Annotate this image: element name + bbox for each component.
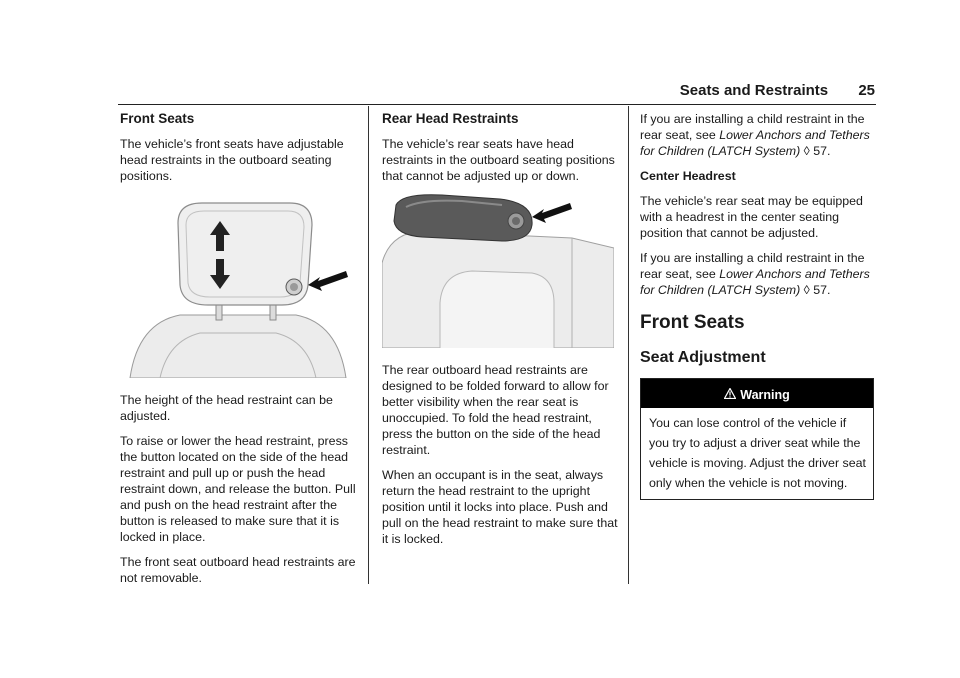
paragraph: If you are installing a child restraint … (640, 251, 870, 297)
chapter-heading: Front Seats (640, 312, 745, 333)
header-rule (118, 104, 876, 105)
paragraph: To raise or lower the head restraint, pr… (120, 434, 356, 544)
section-heading: Rear Head Restraints (382, 111, 519, 126)
warning-title: Warning (740, 388, 790, 402)
front-head-restraint-illustration (120, 193, 356, 382)
cross-reference-link[interactable]: Lower Anchors and Tethers for Children (… (640, 267, 870, 297)
paragraph: The front seat outboard head restraints … (120, 555, 356, 585)
rear-head-restraint-illustration (381, 193, 618, 352)
page-number: 25 (858, 82, 875, 99)
paragraph: The height of the head restraint can be … (120, 393, 333, 423)
column-divider (628, 106, 629, 584)
warning-box: Warning You can lose control of the vehi… (640, 378, 874, 500)
section-heading: Front Seats (120, 111, 195, 126)
paragraph: The vehicle’s rear seat may be equipped … (640, 194, 863, 240)
paragraph: The vehicle’s rear seats have head restr… (382, 137, 615, 183)
section-heading: Seat Adjustment (640, 349, 766, 366)
cross-reference-link[interactable]: Lower Anchors and Tethers for Children (… (640, 128, 870, 158)
warning-triangle-icon (723, 386, 737, 404)
running-header: Seats and Restraints 25 (0, 82, 875, 99)
subheading: Center Headrest (640, 169, 736, 183)
column-right: If you are installing a child restraint … (640, 111, 876, 500)
paragraph: The vehicle’s front seats have adjustabl… (120, 137, 344, 183)
column-front-seats: Front Seats The vehicle’s front seats ha… (120, 111, 356, 595)
paragraph: When an occupant is in the seat, always … (382, 468, 618, 546)
paragraph: The rear outboard head restraints are de… (382, 363, 609, 457)
paragraph: If you are installing a child restraint … (640, 112, 870, 158)
column-divider (368, 106, 369, 584)
column-rear-head-restraints: Rear Head Restraints The vehicle’s rear … (381, 111, 618, 556)
warning-text: You can lose control of the vehicle if y… (649, 416, 866, 490)
section-title: Seats and Restraints (679, 82, 829, 99)
warning-header: Warning (641, 379, 873, 408)
